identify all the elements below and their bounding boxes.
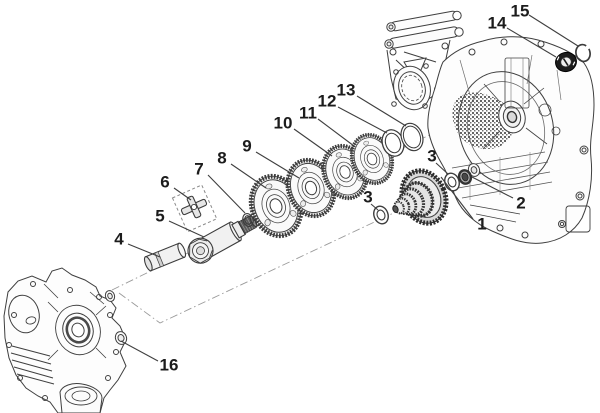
part-6-cross-key: [171, 184, 218, 233]
part-5-shaft: [187, 215, 258, 264]
part-2-bushing: [457, 169, 473, 185]
leader-line-10-10: [293, 128, 333, 157]
part-label-10-10: 10: [274, 114, 293, 133]
part-label-15-15: 15: [511, 2, 530, 21]
leader-line-6-6: [173, 187, 192, 201]
leader-line-3-3: [435, 162, 449, 175]
part-label-16-16: 16: [160, 356, 179, 375]
leader-line-15-15: [528, 14, 579, 47]
part-label-3-3: 3: [427, 147, 436, 166]
part-label-14-14: 14: [488, 14, 507, 33]
part-12-washer: [381, 129, 405, 157]
part-label-4-4: 4: [114, 230, 124, 249]
leader-line-8-8: [230, 163, 267, 189]
leader-line-7-7: [207, 174, 246, 214]
leader-line-16-16: [120, 340, 159, 362]
part-label-12-12: 12: [318, 92, 337, 111]
part-label-1-0: 1: [477, 215, 486, 234]
leader-line-4-4: [127, 243, 161, 258]
part-label-6-6: 6: [160, 173, 169, 192]
leader-line-14-14: [506, 27, 557, 58]
part-14-oil-seal: [555, 51, 577, 73]
part-label-2-1: 2: [516, 194, 525, 213]
leader-line-3-2: [370, 203, 379, 211]
part-15-snap-ring: [575, 43, 591, 63]
leader-line-2-1: [471, 176, 514, 199]
part-16-left-crankcase-half: [3, 267, 128, 413]
part-label-9-9: 9: [242, 137, 251, 156]
part-13-washer: [400, 122, 424, 152]
leader-line-12-12: [337, 106, 388, 134]
leader-line-9-9: [255, 151, 300, 179]
part-1-gear-cluster: [392, 168, 449, 226]
leader-line-1-0: [440, 176, 474, 220]
part-label-3-2: 3: [363, 188, 372, 207]
leader-line-11-11: [317, 118, 355, 147]
part-4-pin: [143, 242, 187, 272]
part-label-7-7: 7: [194, 160, 203, 179]
leader-line-13-13: [356, 95, 407, 127]
leader-line-5-5: [168, 220, 205, 238]
part-label-13-13: 13: [337, 81, 356, 100]
part-label-5-5: 5: [155, 207, 164, 226]
part-label-8-8: 8: [217, 149, 226, 168]
right-crankcase-half: [384, 10, 595, 244]
part-label-11-11: 11: [299, 104, 317, 123]
